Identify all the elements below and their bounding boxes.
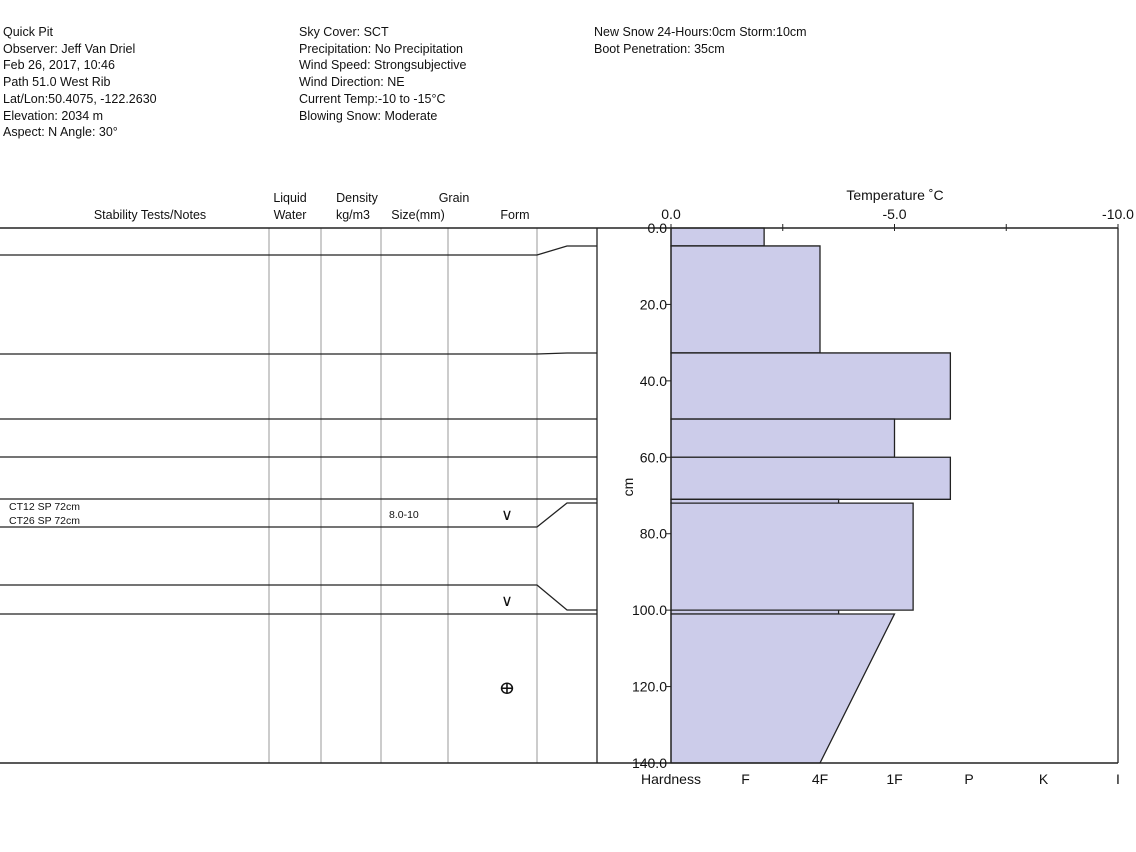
hardness-tick-label: F [741, 771, 750, 787]
info-line: Quick Pit [3, 25, 54, 39]
info-line: Wind Speed: Strongsubjective [299, 58, 467, 73]
header-grain: Grain [439, 191, 470, 205]
temp-tick-label: -5.0 [882, 206, 906, 222]
header-notes: Stability Tests/Notes [94, 208, 206, 222]
weather-info: Sky Cover: SCT Precipitation: No Precipit… [299, 24, 466, 124]
info-line: Wind Direction: NE [299, 75, 405, 90]
hardness-bar [670, 418, 896, 458]
info-line: Elevation: 2034 m [3, 108, 104, 123]
info-line: Blowing Snow: Moderate [299, 108, 438, 123]
hardness-label: Hardness [641, 771, 701, 787]
hardness-tick-label: K [1039, 771, 1049, 787]
form-symbol-faceted: ∨ [501, 507, 513, 524]
hardness-bar [670, 502, 914, 611]
info-line: Feb 26, 2017, 10:46 [3, 58, 115, 73]
header-liquid: Liquid [273, 191, 306, 205]
info-line: Boot Penetration: 35cm [594, 41, 725, 56]
temp-tick-label: 0.0 [661, 206, 681, 222]
info-line: Path 51.0 West Rib [3, 75, 111, 90]
header-size: Size(mm) [391, 208, 444, 222]
header-density-unit: kg/m3 [336, 208, 370, 222]
info-line: Lat/Lon:50.4075, -122.2630 [3, 91, 157, 106]
y-tick-label: 60.0 [640, 449, 667, 465]
y-tick-label: 140.0 [632, 755, 667, 771]
hardness-bar [670, 613, 896, 764]
hardness-bar [670, 227, 765, 247]
y-tick-label: 0.0 [648, 220, 668, 236]
y-tick-label: 120.0 [632, 679, 667, 695]
hardness-bar [670, 456, 952, 500]
y-tick-label: 100.0 [632, 602, 667, 618]
layer-boundary [0, 502, 597, 528]
info-line: Sky Cover: SCT [299, 25, 389, 39]
temp-tick-label: -10.0 [1102, 206, 1134, 222]
note-1: CT12 SP 72cm [9, 501, 80, 513]
layer-boundary [0, 584, 597, 611]
info-line: Current Temp:-10 to -15°C [299, 91, 446, 106]
hardness-tick-label: 4F [812, 771, 828, 787]
grain-size: 8.0-10 [389, 509, 419, 521]
info-line: New Snow 24-Hours:0cm Storm:10cm [594, 25, 807, 39]
hardness-bar [670, 245, 821, 354]
layer-boundary [0, 352, 597, 355]
hardness-bar [670, 352, 952, 420]
hardness-tick-label: 1F [886, 771, 902, 787]
header-density: Density [336, 191, 378, 205]
layer-boundary [0, 245, 597, 256]
form-symbol-rounded-facets: ⴲ [500, 681, 514, 698]
info-line: Aspect: N Angle: 30° [3, 125, 118, 140]
info-line: Observer: Jeff Van Driel [3, 41, 136, 56]
y-tick-label: 80.0 [640, 526, 667, 542]
note-2: CT26 SP 72cm [9, 515, 80, 527]
y-tick-label: 20.0 [640, 296, 667, 312]
header-form: Form [500, 208, 529, 222]
y-axis-label: cm [620, 478, 636, 497]
info-line: Precipitation: No Precipitation [299, 41, 463, 56]
hardness-tick-label: I [1116, 771, 1120, 787]
header-water: Water [274, 208, 307, 222]
temperature-title: Temperature ˚C [846, 187, 943, 203]
y-tick-label: 40.0 [640, 373, 667, 389]
hardness-tick-label: P [964, 771, 973, 787]
form-symbol-faceted: ∨ [501, 593, 513, 610]
